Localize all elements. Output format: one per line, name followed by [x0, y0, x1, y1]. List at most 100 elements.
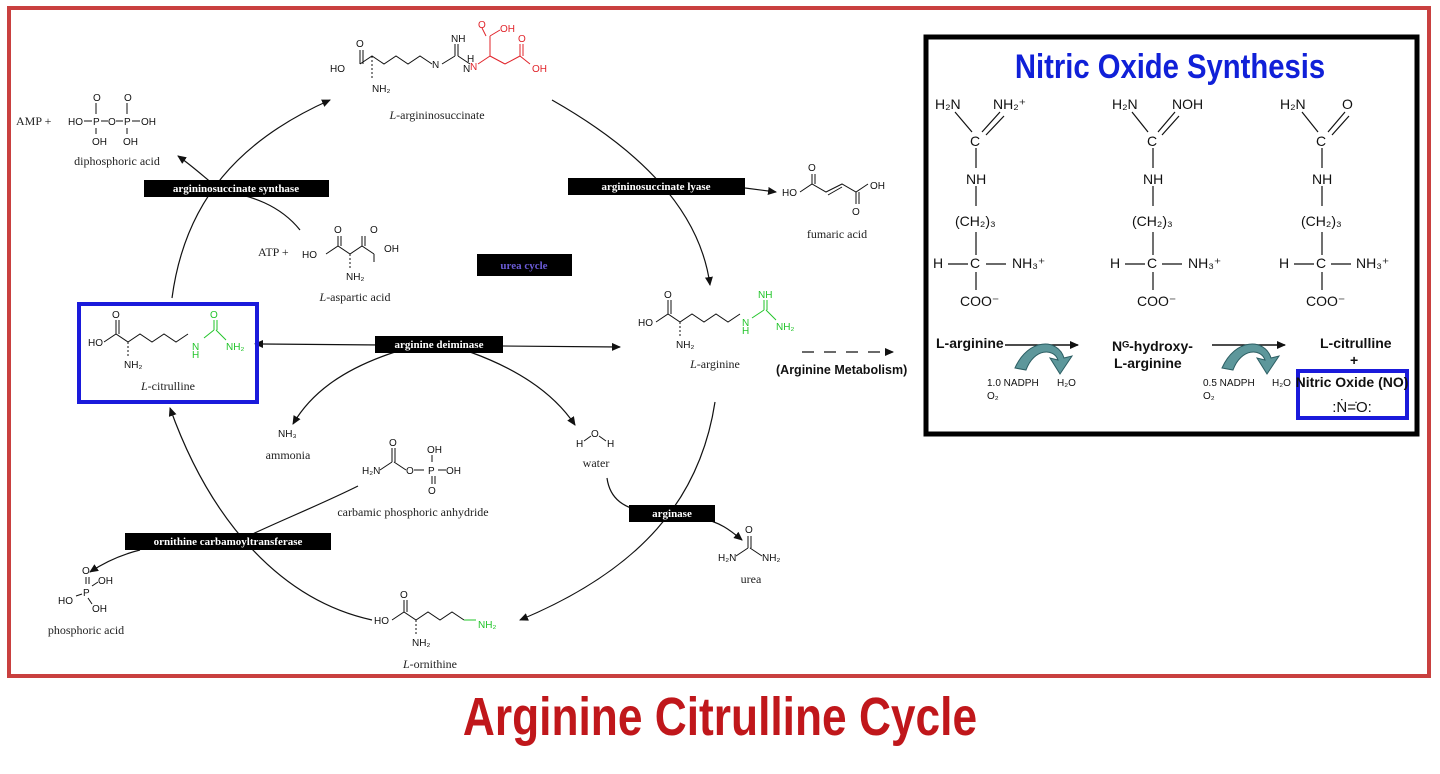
water-structure: H O H: [576, 429, 614, 450]
enzyme-ornithine-carbamoyltransferase: ornithine carbamoyltransferase: [125, 533, 331, 550]
arrow-water-input: [469, 351, 576, 426]
svg-text:HO: HO: [782, 188, 797, 199]
svg-text:O: O: [1342, 96, 1353, 112]
svg-text:H: H: [607, 439, 614, 450]
phosphoric-acid-structure: O P HO OH OH: [58, 566, 113, 615]
urea-cycle-label: urea cycle: [477, 254, 572, 276]
svg-text:OH: OH: [870, 181, 885, 192]
svg-text:H: H: [576, 439, 583, 450]
aspartic-acid-structure: ATP + HO O NH₂ O OH: [258, 225, 399, 283]
svg-text:H₂N: H₂N: [718, 553, 736, 564]
enzyme-argininosuccinate-synthase: argininosuccinate synthase: [144, 180, 329, 197]
ammonia-label: ammonia: [266, 448, 311, 462]
svg-text:NH₃⁺: NH₃⁺: [1356, 255, 1389, 271]
svg-text:NH₂: NH₂: [478, 620, 496, 631]
svg-text:HO: HO: [330, 64, 345, 75]
citrulline-structure: HO O NH₂ N H O NH₂: [88, 310, 244, 371]
svg-text:H₂N: H₂N: [1280, 96, 1306, 112]
svg-text:OH: OH: [123, 137, 138, 148]
svg-text:P: P: [83, 588, 90, 599]
nitric-oxide-structure: :Ṅ=̇O:: [1332, 398, 1372, 416]
svg-text:OH: OH: [92, 137, 107, 148]
nos-panel: Nitric Oxide Synthesis H₂N NH₂⁺ C NH (CH…: [923, 34, 1420, 437]
svg-text:C: C: [970, 133, 980, 149]
nos-step2-arrow: 0.5 NADPH O₂ H₂O: [1203, 341, 1291, 402]
svg-text:O: O: [370, 225, 378, 236]
enzyme-label: argininosuccinate lyase: [601, 181, 710, 193]
svg-text:H: H: [1279, 255, 1289, 271]
phosphoric-acid-label: phosphoric acid: [48, 623, 124, 637]
svg-text:HO: HO: [88, 338, 103, 349]
svg-text:H₂N: H₂N: [1112, 96, 1138, 112]
nos-structure-arginine: [948, 111, 1006, 290]
enzyme-argininosuccinate-lyase: argininosuccinate lyase: [568, 178, 745, 195]
aspartic-acid-label: L-aspartic acid: [319, 290, 391, 304]
svg-text:NH₂: NH₂: [124, 360, 142, 371]
svg-text:(CH₂)₃: (CH₂)₃: [1301, 213, 1342, 229]
svg-text:COO⁻: COO⁻: [1306, 293, 1345, 309]
svg-text:O: O: [478, 20, 486, 31]
arrow-to-fumaric: [744, 187, 777, 195]
svg-text:O: O: [852, 207, 860, 218]
svg-text:C: C: [1147, 255, 1157, 271]
svg-text:NH₂: NH₂: [226, 342, 244, 353]
nos-compound-arginine: L-arginine: [936, 335, 1004, 351]
svg-text:H₂N: H₂N: [362, 466, 380, 477]
svg-text:O: O: [356, 39, 364, 50]
svg-text:O: O: [210, 310, 218, 321]
svg-text:H: H: [742, 326, 749, 337]
svg-text:NH: NH: [1143, 171, 1163, 187]
svg-text:N: N: [463, 64, 470, 75]
svg-text:HO: HO: [374, 616, 389, 627]
svg-text:O: O: [400, 590, 408, 601]
svg-text:N: N: [742, 318, 749, 329]
svg-text:OH: OH: [92, 604, 107, 615]
enzyme-label: arginine deiminase: [395, 339, 484, 351]
svg-text:O: O: [591, 429, 599, 440]
svg-text:NOH: NOH: [1172, 96, 1203, 112]
svg-text:P: P: [124, 117, 131, 128]
nos-title: Nitric Oxide Synthesis: [1015, 47, 1325, 86]
enzyme-label: argininosuccinate synthase: [173, 183, 299, 195]
svg-text:NH: NH: [758, 290, 772, 301]
nos-structure-hydroxyarginine: [1125, 111, 1182, 290]
svg-text:(CH₂)₃: (CH₂)₃: [1132, 213, 1173, 229]
svg-text:0.5 NADPH: 0.5 NADPH: [1203, 378, 1255, 389]
svg-text:NH₂: NH₂: [346, 272, 364, 283]
svg-text:N: N: [432, 60, 439, 71]
svg-text:NH: NH: [1312, 171, 1332, 187]
nitric-oxide-box: [1296, 369, 1409, 420]
svg-text:O: O: [82, 566, 90, 577]
nos-compound-hydroxy: Nᴳ-hydroxy-: [1112, 338, 1193, 354]
svg-text:1.0 NADPH: 1.0 NADPH: [987, 378, 1039, 389]
svg-text:HO: HO: [68, 117, 83, 128]
nos-structure-citrulline: [1294, 111, 1351, 290]
diagram-frame: [7, 6, 1431, 678]
svg-text:C: C: [1316, 255, 1326, 271]
arrow-citrulline-to-argininosuccinate: [171, 99, 331, 299]
svg-text:OH: OH: [500, 24, 515, 35]
ammonia-formula: NH₃: [278, 429, 297, 440]
svg-text:O: O: [406, 466, 414, 477]
arginine-structure: HO O NH₂ N H NH NH₂: [638, 290, 794, 351]
svg-text:O: O: [124, 93, 132, 104]
enzyme-arginine-deiminase: arginine deiminase: [375, 336, 503, 353]
svg-text:OH: OH: [141, 117, 156, 128]
svg-text:NH₂: NH₂: [776, 322, 794, 333]
svg-text:C: C: [970, 255, 980, 271]
water-label: water: [583, 456, 610, 470]
svg-text:O: O: [389, 438, 397, 449]
arrow-to-phosphoric: [89, 549, 141, 573]
svg-text:H₂O: H₂O: [1057, 378, 1076, 389]
ornithine-structure: HO O NH₂ NH₂: [374, 590, 496, 649]
enzyme-arginase: arginase: [629, 505, 715, 522]
urea-structure: H₂N O NH₂: [718, 525, 780, 564]
svg-text:NH₃⁺: NH₃⁺: [1188, 255, 1221, 271]
svg-text:OH: OH: [384, 244, 399, 255]
svg-text:O: O: [334, 225, 342, 236]
citrulline-label: L-citrulline: [140, 379, 195, 393]
ornithine-label: L-ornithine: [402, 657, 457, 671]
svg-text:C: C: [1147, 133, 1157, 149]
svg-text:NH₂: NH₂: [372, 84, 390, 95]
